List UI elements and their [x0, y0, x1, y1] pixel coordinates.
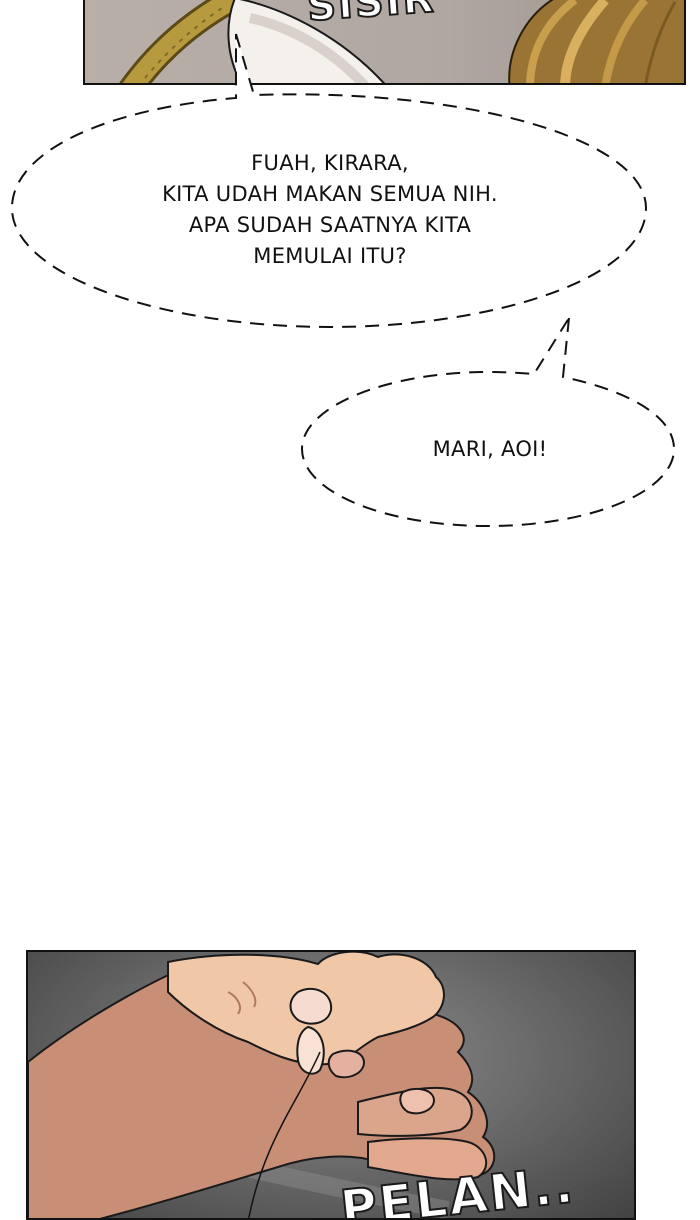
hair-strand — [644, 1, 677, 83]
top-comic-panel: SISIR — [83, 0, 686, 85]
speech-bubble-2-text: MARI, AOI! — [400, 434, 580, 465]
hair-highlight-3 — [601, 0, 649, 83]
bottom-panel-artwork — [28, 952, 496, 1218]
hair-highlight-1 — [526, 0, 578, 83]
hair-highlight-2 — [560, 0, 609, 83]
lower-finger — [367, 1137, 488, 1181]
speech-1-line-4: MEMULAI ITU? — [253, 244, 407, 268]
speech-1-line-3: APA SUDAH SAATNYA KITA — [188, 213, 472, 237]
gold-rim-pattern — [144, 5, 226, 79]
knuckle-line-2 — [242, 981, 257, 1008]
finger-nail-1 — [296, 1025, 325, 1075]
finger-nail-2 — [327, 1049, 366, 1079]
bowl-shading — [248, 13, 369, 83]
thumb-nail — [289, 987, 333, 1025]
gold-rim — [122, 0, 240, 83]
bottom-comic-panel: PELAN.. — [26, 950, 636, 1220]
speech-bubble-2-outline — [300, 317, 676, 528]
top-panel-artwork — [119, 0, 684, 83]
knuckle-line-1 — [227, 991, 241, 1015]
finger-nail-3 — [399, 1087, 436, 1115]
speech-1-line-1: FUAH, KIRARA, — [251, 151, 409, 175]
speech-bubble-1-text: FUAH, KIRARA, KITA UDAH MAKAN SEMUA NIH.… — [100, 148, 560, 272]
thread-line — [248, 1051, 321, 1218]
speech-bubble-1-outline — [10, 33, 648, 329]
speech-2-line: MARI, AOI! — [432, 437, 548, 461]
speech-1-line-2: KITA UDAH MAKAN SEMUA NIH. — [162, 182, 498, 206]
